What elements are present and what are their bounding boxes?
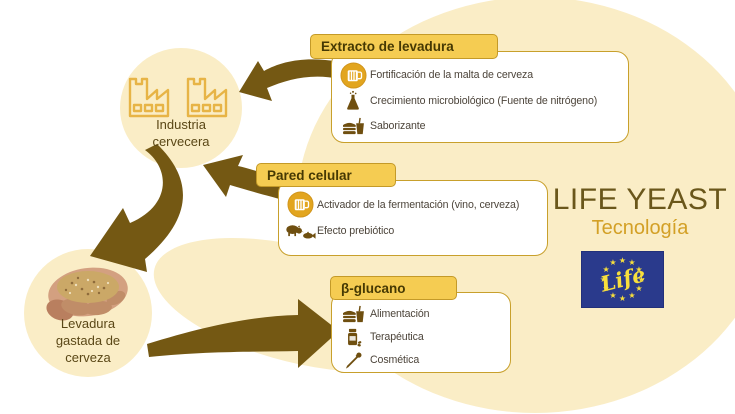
extract-box-title: Extracto de levadura bbox=[310, 34, 498, 59]
spent-yeast-label-line2: gastada de bbox=[55, 333, 121, 348]
eu-star-icon: ★ bbox=[609, 290, 617, 300]
betaglucan-box-panel: Alimentación Terapéutica bbox=[331, 292, 511, 373]
eu-star-icon: ★ bbox=[635, 265, 643, 274]
beer-circle-icon bbox=[283, 191, 317, 218]
cellwall-box-panel: Activador de la fermentación (vino, cerv… bbox=[278, 180, 548, 256]
eu-star-icon: ★ bbox=[602, 284, 610, 293]
list-item-label: Efecto prebiótico bbox=[317, 225, 395, 237]
eu-star-icon: ★ bbox=[618, 293, 627, 303]
eu-star-icon: ★ bbox=[635, 284, 643, 293]
betaglucan-box-title: β-glucano bbox=[330, 276, 457, 300]
list-item-label: Saborizante bbox=[370, 119, 426, 132]
food-icon bbox=[336, 116, 370, 136]
eu-flag: Life ★★★★★★★★★★★★ bbox=[581, 251, 664, 308]
eu-star-icon: ★ bbox=[599, 274, 608, 284]
brand-title: LIFE YEAST bbox=[552, 183, 728, 216]
food-icon bbox=[336, 304, 370, 324]
spent-yeast-node-label: Levadura gastada de cerveza bbox=[28, 315, 148, 366]
eu-star-icon: ★ bbox=[602, 265, 610, 274]
brand-block: LIFE YEAST Tecnología bbox=[540, 184, 735, 240]
industry-label-line2: cervecera bbox=[152, 134, 210, 149]
industry-node-label: Industria cervecera bbox=[121, 116, 241, 150]
eu-star-icon: ★ bbox=[628, 258, 636, 268]
spent-yeast-label-line1: Levadura bbox=[60, 316, 116, 331]
arrow-cellwall-to-industry bbox=[203, 155, 294, 202]
arrow-extract-to-industry bbox=[239, 59, 340, 101]
list-item-label: Fortificación de la malta de cerveza bbox=[370, 69, 534, 81]
flow-arrows bbox=[90, 59, 340, 368]
arrow-industry-to-yeast bbox=[90, 144, 183, 272]
industry-node-ellipse bbox=[120, 48, 242, 168]
list-item-label: Alimentación bbox=[370, 307, 430, 320]
list-item: Activador de la fermentación (vino, cerv… bbox=[283, 191, 547, 218]
cellwall-box-title: Pared celular bbox=[256, 163, 396, 187]
list-item: Alimentación bbox=[336, 302, 510, 325]
spent-yeast-label-line3: cerveza bbox=[65, 350, 111, 365]
industry-label-line1: Industria bbox=[156, 117, 206, 132]
list-item: Saborizante bbox=[336, 113, 628, 138]
eu-star-icon: ★ bbox=[609, 258, 617, 268]
list-item-label: Cosmética bbox=[370, 354, 420, 367]
factory-icon bbox=[128, 77, 170, 118]
flask-icon bbox=[336, 90, 370, 112]
list-item: Fortificación de la malta de cerveza bbox=[336, 61, 628, 89]
factory-icons bbox=[128, 77, 228, 118]
beer-circle-icon bbox=[336, 61, 370, 89]
medicine-icon bbox=[336, 327, 370, 347]
brand-subtitle: Tecnología bbox=[591, 217, 689, 239]
eu-star-icon: ★ bbox=[628, 290, 636, 300]
yeast-hands-photo bbox=[46, 267, 128, 321]
list-item-label: Crecimiento microbiológico (Fuente de ni… bbox=[370, 94, 598, 107]
factory-icon bbox=[186, 77, 228, 118]
animals-icon bbox=[283, 222, 317, 241]
dropper-icon bbox=[336, 351, 370, 370]
extract-box-panel: Fortificación de la malta de cerveza Cre… bbox=[331, 51, 629, 143]
list-item: Crecimiento microbiológico (Fuente de ni… bbox=[336, 88, 628, 113]
list-item-label: Activador de la fermentación (vino, cerv… bbox=[317, 198, 520, 211]
eu-star-icon: ★ bbox=[618, 255, 627, 265]
list-item: Efecto prebiótico bbox=[283, 218, 547, 244]
list-item: Cosmética bbox=[336, 349, 510, 372]
list-item-label: Terapéutica bbox=[370, 330, 424, 343]
list-item: Terapéutica bbox=[336, 325, 510, 348]
eu-star-icon: ★ bbox=[637, 274, 646, 284]
arrow-yeast-to-betaglucan bbox=[147, 299, 339, 368]
